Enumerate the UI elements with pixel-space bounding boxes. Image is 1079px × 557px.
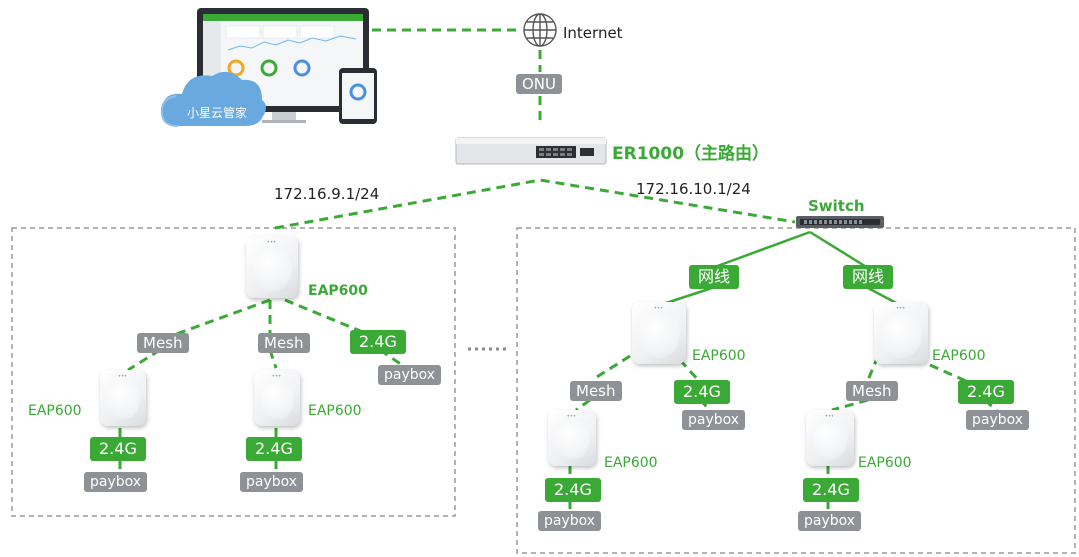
cloud-label: 小星云管家 [187,106,248,120]
switch-icon [796,216,884,228]
access-point-icon: ••• [806,410,854,466]
access-point-icon: ••• [254,370,300,426]
band-tag-2g: 2.4G [545,478,601,502]
paybox-tag: paybox [966,410,1030,430]
eap-label-mid-child: EAP600 [308,403,362,419]
band-tag-2g: 2.4G [246,437,302,461]
access-point-icon: ••• [246,236,298,298]
globe-icon [523,13,557,47]
access-point-icon: ••• [100,370,146,426]
band-tag-2g: 2.4G [803,478,859,502]
eap-label-left-child: EAP600 [28,403,82,419]
paybox-tag: paybox [240,472,304,492]
eap-label-sub-left: EAP600 [604,455,658,471]
wire-tag: 网线 [689,265,740,289]
right-zone-border [516,227,1076,554]
left-subnet-label: 172.16.9.1/24 [274,185,380,203]
onu-tag: ONU [516,74,563,94]
access-point-icon: ••• [632,302,686,364]
internet-label: Internet [563,24,623,42]
access-point-icon: ••• [874,302,928,364]
right-subnet-label: 172.16.10.1/24 [636,180,751,198]
band-tag-2g: 2.4G [350,330,406,354]
paybox-tag: paybox [538,511,602,531]
access-point-icon: ••• [548,410,596,466]
eap-label-sub-right: EAP600 [858,455,912,471]
paybox-tag: paybox [798,511,862,531]
eap-label-right-right: EAP600 [932,348,986,364]
band-tag-2g: 2.4G [90,437,146,461]
cloud-icon [160,71,266,127]
eap-label-right-left: EAP600 [692,348,746,364]
eap-label-left-root: EAP600 [308,283,368,299]
link-tag-mesh: Mesh [846,381,898,401]
left-zone-border [11,227,456,517]
paybox-tag: paybox [84,472,148,492]
phone-icon [339,68,377,124]
router-icon [455,137,607,165]
link-tag-mesh: Mesh [258,333,310,353]
wire-tag: 网线 [843,265,894,289]
band-tag-2g: 2.4G [958,380,1014,404]
paybox-tag: paybox [682,410,746,430]
router-label: ER1000（主路由） [612,144,770,164]
switch-label: Switch [808,197,865,215]
link-tag-mesh: Mesh [137,333,189,353]
link-tag-mesh: Mesh [570,381,622,401]
paybox-tag: paybox [378,365,442,385]
band-tag-2g: 2.4G [674,380,730,404]
